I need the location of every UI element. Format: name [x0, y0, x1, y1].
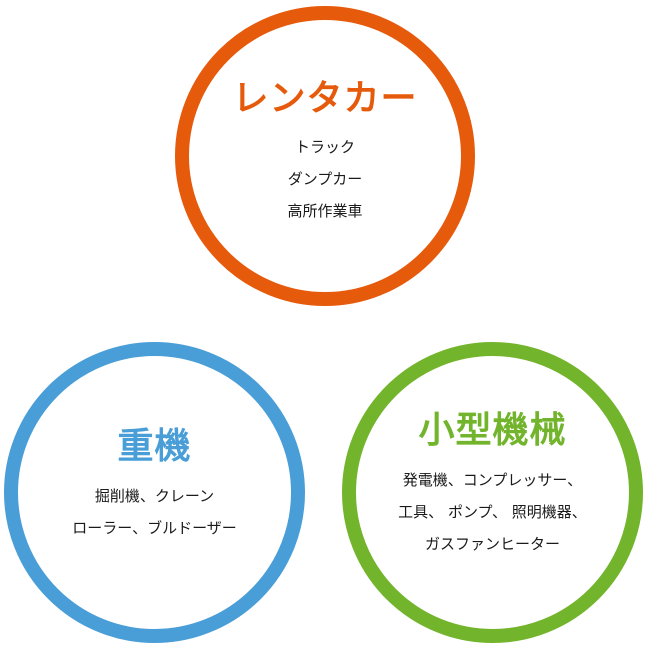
heavy-machinery-item-2: ローラー、ブルドーザー [72, 519, 237, 538]
small-machinery-title: 小型機械 [418, 409, 567, 451]
small-machinery-circle: 小型機械 発電機、コンプレッサー、 工具、 ポンプ、 照明機器、 ガスファンヒー… [342, 342, 643, 643]
rental-car-item-truck: トラック [294, 137, 355, 156]
rental-car-item-dump-truck: ダンプカー [287, 169, 363, 188]
heavy-machinery-circle: 重機 掘削機、クレーン ローラー、ブルドーザー [4, 342, 305, 643]
small-machinery-item-2: 工具、 ポンプ、 照明機器、 [398, 503, 587, 522]
small-machinery-items: 発電機、コンプレッサー、 工具、 ポンプ、 照明機器、 ガスファンヒーター [398, 464, 587, 560]
rental-car-title: レンタカー [232, 78, 418, 120]
rental-car-circle: レンタカー トラック ダンプカー 高所作業車 [175, 6, 475, 306]
heavy-machinery-items: 掘削機、クレーン ローラー、ブルドーザー [72, 480, 237, 544]
small-machinery-item-3: ガスファンヒーター [424, 535, 560, 554]
rental-car-item-aerial-work-vehicle: 高所作業車 [287, 201, 363, 220]
small-machinery-item-1: 発電機、コンプレッサー、 [402, 471, 583, 490]
heavy-machinery-title: 重機 [117, 425, 192, 467]
heavy-machinery-item-1: 掘削機、クレーン [94, 487, 215, 506]
rental-car-items: トラック ダンプカー 高所作業車 [287, 131, 362, 227]
